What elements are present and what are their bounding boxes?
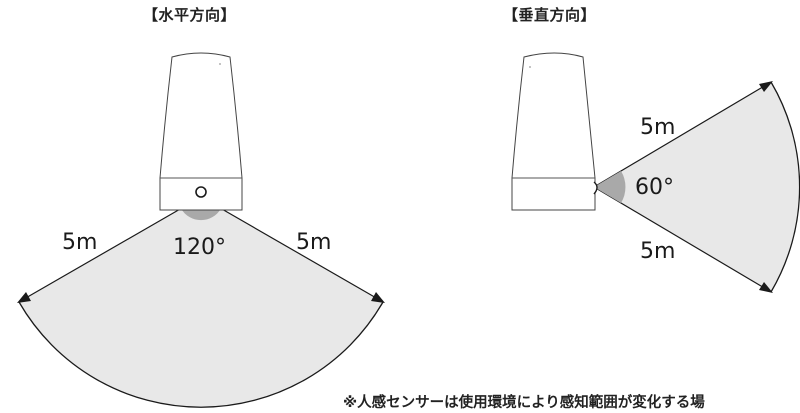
vertical-distance-top-label: 5m [640, 115, 676, 140]
horizontal-distance-right-label: 5m [296, 230, 332, 255]
arrowhead-right-icon [371, 292, 385, 303]
vertical-view [511, 52, 800, 293]
horizontal-zone-arc [18, 301, 384, 408]
device-front-dot [219, 63, 221, 65]
vertical-detection-zone [594, 82, 800, 292]
horizontal-range-line-left [23, 196, 202, 300]
sensor-range-note: ※人感センサーは使用環境により感知範囲が変化する場 [343, 395, 705, 411]
vertical-range-line-bottom [593, 186, 767, 290]
horizontal-title: 【水平方向】 [143, 6, 237, 24]
vertical-angle-label: 60° [635, 175, 674, 200]
device-front-view [159, 52, 243, 211]
horizontal-view [17, 52, 385, 408]
vertical-range-line-top [593, 84, 767, 188]
vertical-distance-bottom-label: 5m [640, 239, 676, 264]
vertical-title: 【垂直方向】 [503, 6, 597, 24]
device-side-body [511, 52, 596, 211]
arrowhead-bottom-icon [759, 282, 773, 293]
horizontal-angle-label: 120° [173, 235, 226, 260]
arrowhead-left-icon [17, 292, 31, 303]
device-front-body [159, 52, 243, 211]
device-side-dot [529, 66, 531, 68]
side-sensor-bump-icon [593, 181, 598, 195]
motion-sensor-lens-icon [195, 186, 207, 198]
horizontal-detection-zone [19, 197, 383, 408]
horizontal-distance-left-label: 5m [62, 230, 98, 255]
vertical-angle-wedge [594, 171, 626, 203]
horizontal-range-line-right [200, 196, 379, 300]
device-side-view [511, 52, 598, 211]
arrowhead-top-icon [759, 81, 773, 92]
